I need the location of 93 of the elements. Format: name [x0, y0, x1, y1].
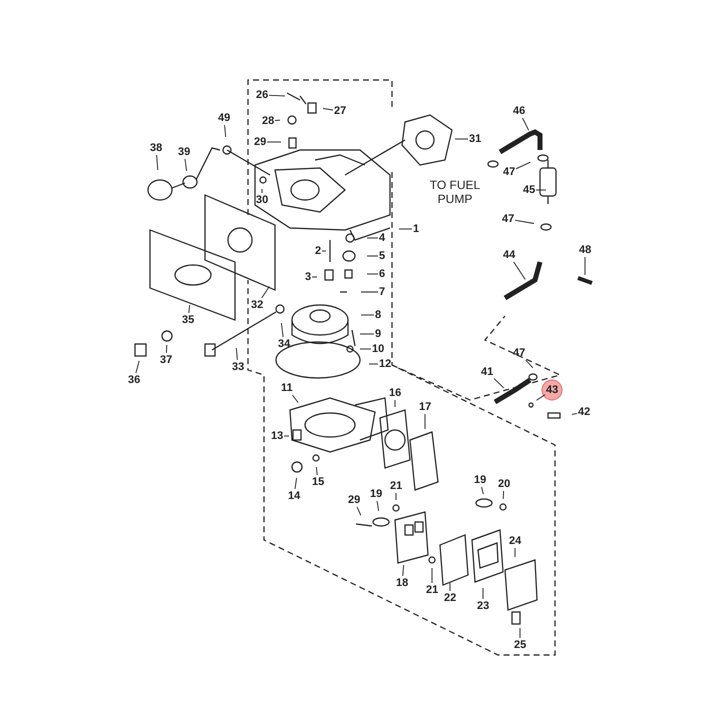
- leader-line: [322, 250, 326, 252]
- leader-line: [402, 564, 404, 576]
- callout-number: 32: [251, 299, 264, 311]
- leader-line: [135, 360, 140, 374]
- callout-number: 47: [502, 213, 514, 225]
- note-text: TO FUEL PUMP: [428, 178, 482, 206]
- callout-number: 42: [578, 406, 590, 418]
- leader-line: [536, 394, 546, 401]
- leader-line: [268, 94, 286, 96]
- callout-number: 23: [477, 600, 490, 612]
- callout-number: 28: [262, 115, 274, 127]
- callout-number: 30: [256, 194, 268, 206]
- callout-number: 19: [474, 474, 486, 486]
- callout-number: 3: [305, 271, 312, 283]
- callout-number: 1: [413, 223, 420, 235]
- leader-line: [156, 154, 158, 170]
- leader-line: [166, 344, 168, 354]
- leader-line: [516, 162, 531, 170]
- leader-line: [188, 304, 190, 314]
- leader-line: [312, 276, 318, 278]
- callout-number: 36: [128, 374, 140, 386]
- leader-line: [292, 394, 299, 404]
- leader-line: [184, 158, 188, 172]
- callout-number: 5: [379, 250, 386, 262]
- leader-line: [356, 506, 362, 516]
- callout-number: 31: [469, 133, 482, 145]
- callout-number: 46: [513, 105, 526, 117]
- leader-line: [294, 478, 298, 490]
- callout-number: 29: [254, 136, 266, 148]
- leader-line: [571, 412, 578, 415]
- callout-number: 34: [278, 338, 290, 350]
- callout-number: 21: [390, 480, 402, 492]
- leader-line: [316, 466, 318, 476]
- leader-line: [398, 228, 412, 230]
- leader-line: [394, 400, 396, 408]
- callout-number: 8: [375, 309, 382, 321]
- callout-number: 16: [389, 387, 402, 399]
- leader-line: [424, 414, 426, 430]
- leader-line: [514, 548, 516, 558]
- callout-number: 6: [379, 268, 386, 280]
- callout-number: 35: [182, 314, 194, 326]
- leader-line: [261, 286, 270, 298]
- callout-number: 11: [281, 382, 293, 394]
- leader-line: [522, 118, 530, 131]
- leader-line: [481, 486, 484, 495]
- callout-number: 47: [503, 166, 516, 178]
- callout-number: 33: [232, 361, 244, 373]
- callout-number: 26: [256, 89, 268, 101]
- callout-number: 38: [150, 142, 162, 154]
- callout-number: 20: [498, 478, 510, 490]
- callout-number: 22: [444, 592, 456, 604]
- leader-line: [502, 490, 504, 500]
- callout-number: 29: [348, 494, 360, 506]
- callout-number: 41: [481, 366, 494, 378]
- leader-line: [525, 360, 534, 368]
- callout-number: 12: [379, 358, 392, 370]
- callout-number: 45: [523, 184, 536, 196]
- callout-number: 21: [426, 584, 438, 596]
- callout-number: 49: [218, 112, 230, 124]
- leader-line: [513, 262, 526, 280]
- leader-line: [322, 108, 334, 110]
- leader-line: [494, 378, 504, 388]
- callout-number: 9: [375, 328, 382, 340]
- leader-line: [360, 314, 374, 316]
- callout-number: 17: [419, 401, 432, 413]
- leader-line: [514, 220, 534, 224]
- callout-number: 43: [546, 384, 558, 396]
- callout-number: 7: [379, 286, 386, 298]
- callout-number: 14: [288, 490, 300, 502]
- callout-number: 2: [315, 245, 322, 257]
- callout-number: 15: [312, 476, 324, 488]
- callout-number: 48: [579, 244, 592, 256]
- callout-number: 18: [396, 577, 408, 589]
- callout-number: 39: [178, 146, 190, 158]
- leader-line: [584, 256, 586, 276]
- callout-number: 37: [160, 354, 172, 366]
- leader-line: [360, 348, 372, 350]
- leader-line: [236, 348, 238, 360]
- callout-number: 47: [513, 347, 526, 359]
- leader-line: [280, 322, 284, 338]
- callout-number: 24: [509, 535, 522, 547]
- leader-line: [482, 588, 484, 600]
- callout-number: 13: [271, 430, 284, 442]
- callout-number: 25: [514, 639, 526, 651]
- leader-line: [376, 500, 380, 512]
- leader-line: [454, 138, 468, 140]
- callout-number: 10: [372, 343, 384, 355]
- callout-number: 4: [379, 232, 386, 244]
- callout-number: 19: [370, 488, 382, 500]
- leader-line: [274, 120, 280, 121]
- leader-line: [224, 124, 226, 138]
- callout-number: 27: [334, 105, 346, 117]
- callout-number: 44: [503, 249, 516, 261]
